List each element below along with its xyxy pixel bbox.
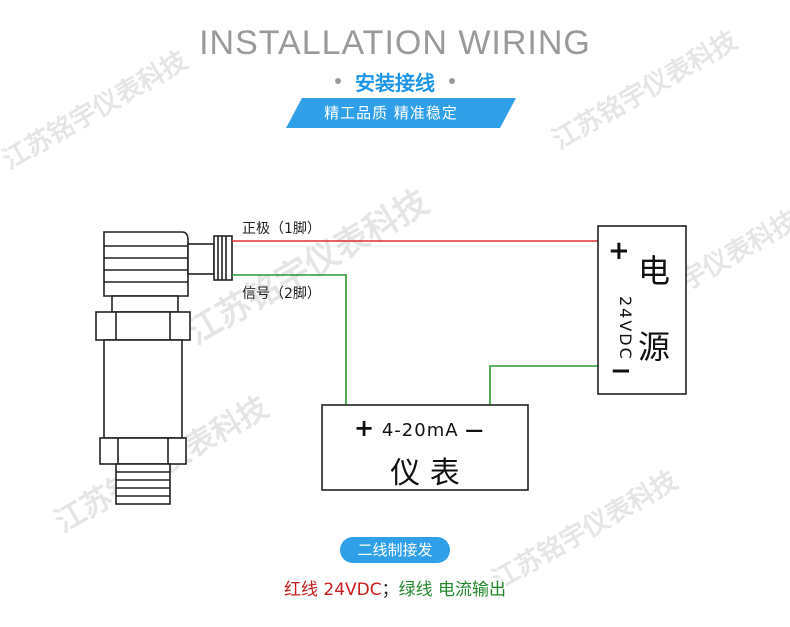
meter-plus-sign: +	[354, 414, 376, 442]
power-char-yuan: 源	[638, 328, 671, 366]
bullet-dot-icon	[449, 78, 455, 84]
bullet-dot-icon	[335, 78, 341, 84]
page-title: INSTALLATION WIRING	[199, 24, 591, 62]
meter-name: 仪 表	[390, 456, 460, 491]
legend-separator: ；	[381, 580, 399, 600]
meter-range-label: 4-20mA	[381, 420, 459, 441]
subtitle-row: 安装接线	[0, 66, 790, 96]
meter-minus-sign: —	[465, 420, 485, 441]
power-plus-sign: +	[608, 236, 630, 266]
power-char-dian: 电	[638, 252, 671, 290]
section-subtitle: 安装接线	[355, 70, 435, 95]
power-supply-box	[597, 225, 687, 395]
legend-red-wire: 红线 24VDC	[283, 580, 382, 600]
wire-legend: 红线 24VDC；绿线 电流输出	[0, 575, 790, 600]
power-voltage-label: 24VDC	[615, 296, 635, 361]
positive-wire-label: 正极（1脚）	[242, 221, 321, 237]
ribbon-slogan: 精工品质 精准稳定	[324, 104, 458, 122]
legend-green-wire: 绿线 电流输出	[398, 580, 507, 600]
power-voltage-text: 24VDC	[616, 296, 635, 361]
pressure-transmitter-icon	[95, 231, 233, 505]
power-minus-sign: −	[610, 356, 632, 386]
ribbon-background	[286, 98, 516, 128]
signal-wire-label: 信号（2脚）	[242, 286, 321, 302]
meter-range-row: + 4-20mA —	[354, 414, 484, 442]
meter-box	[321, 404, 529, 491]
green-signal-wire	[232, 274, 347, 405]
two-wire-badge: 二线制接发	[340, 537, 450, 563]
green-return-wire	[489, 365, 598, 405]
